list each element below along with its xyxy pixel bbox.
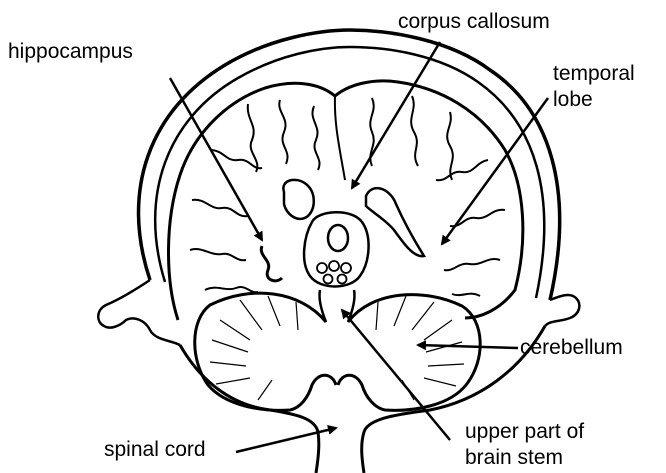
right-ventricle xyxy=(366,188,424,256)
cerebellum-label: cerebellum xyxy=(520,336,623,360)
brainstem-nucleus xyxy=(328,225,348,251)
corpus-callosum-label: corpus callosum xyxy=(398,10,550,34)
cerebellum-left xyxy=(195,293,336,410)
temporal-lobe-label-line2: lobe xyxy=(553,88,593,112)
skull-base-right xyxy=(545,295,579,326)
temporal-lobe-label-line1: temporal xyxy=(553,62,635,86)
brain-stem-leader xyxy=(342,310,450,440)
spinal-cord-leader xyxy=(236,428,336,452)
leader-lines xyxy=(170,42,548,452)
left-ventricle xyxy=(283,180,313,219)
skull-base-left xyxy=(98,280,180,345)
brain-stem-label-line1: upper part of xyxy=(465,420,584,444)
midbrain xyxy=(304,212,369,286)
hippocampus-shape xyxy=(261,246,282,281)
pons-texture xyxy=(317,261,351,284)
brain-stem-label-line2: brain stem xyxy=(465,446,563,470)
hippocampus-leader xyxy=(170,78,262,240)
spinal-cord-label: spinal cord xyxy=(104,438,206,462)
corpus-callosum-leader xyxy=(352,42,440,188)
hippocampus-label: hippocampus xyxy=(8,40,133,64)
cerebellum-leader xyxy=(418,345,518,348)
